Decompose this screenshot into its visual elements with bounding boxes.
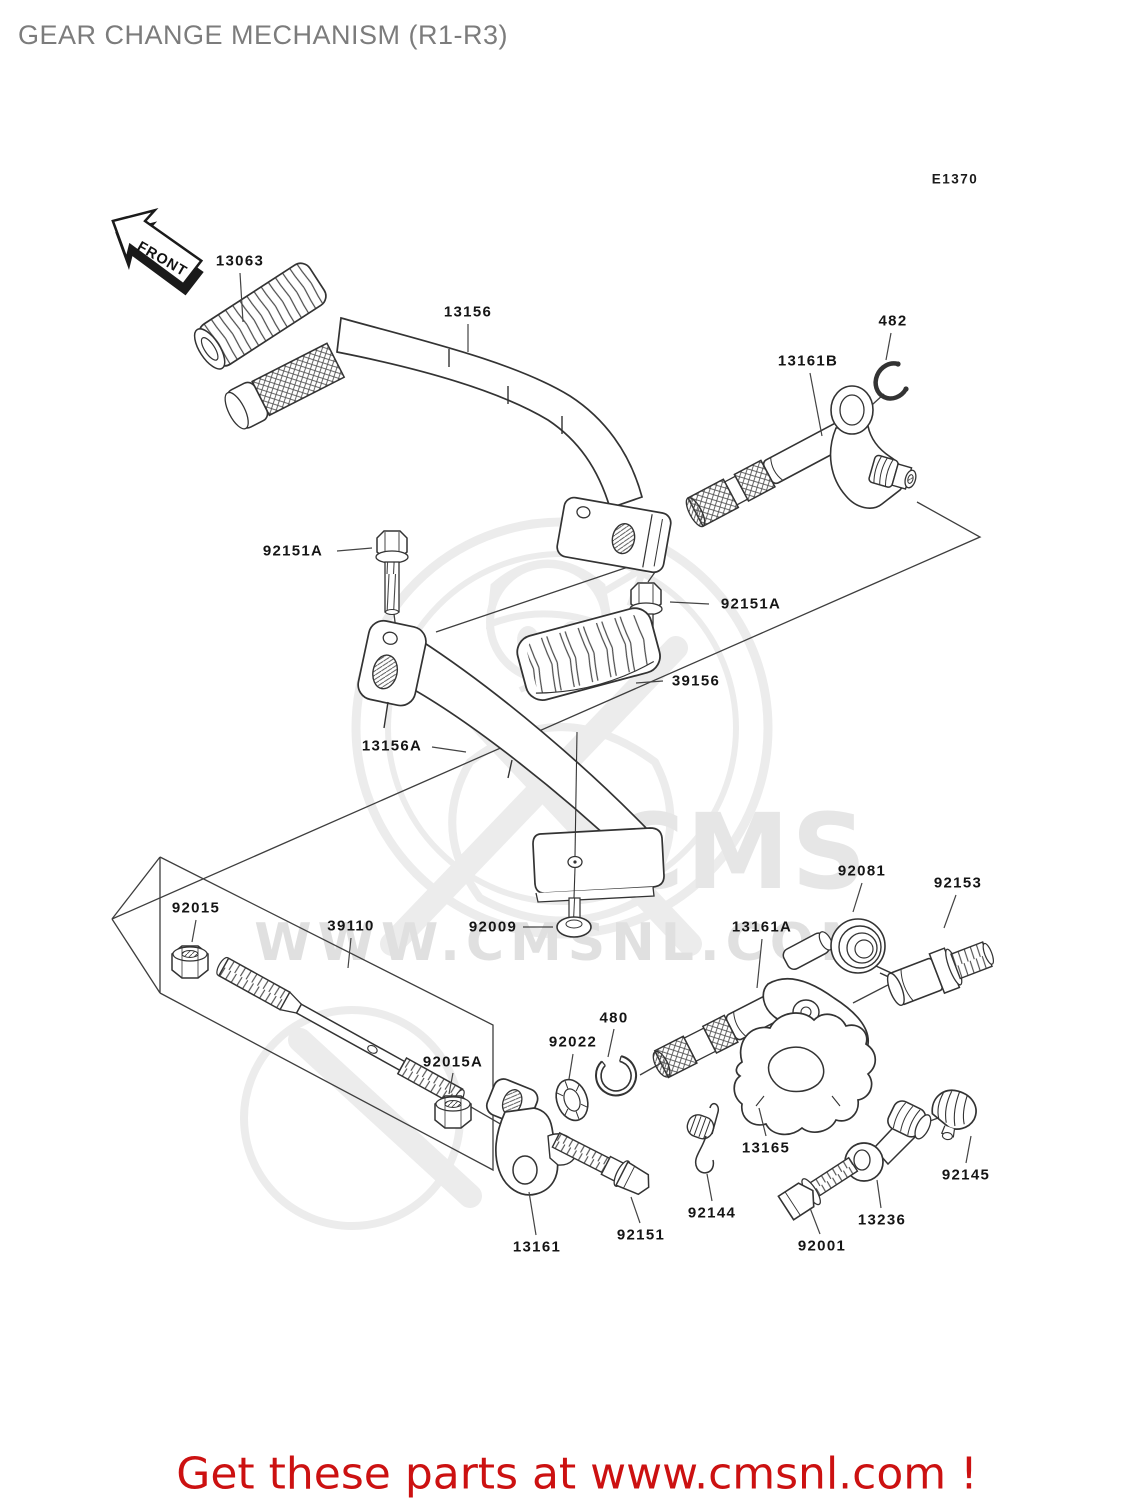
diagram-code: E1370 [931, 171, 979, 187]
part-label-39110: 39110 [327, 917, 375, 935]
part-13156-shift-pedal [224, 316, 672, 574]
front-arrow: FRONT [111, 208, 204, 296]
part-label-92145: 92145 [941, 1166, 991, 1184]
footer-link[interactable]: Get these parts at www.cmsnl.com ! [176, 1448, 978, 1500]
part-482-circlip [873, 361, 909, 401]
part-label-92022: 92022 [548, 1033, 598, 1051]
part-label-13156: 13156 [443, 303, 493, 321]
part-92144-spring [686, 1102, 720, 1174]
part-39156-pedal-pad [516, 607, 661, 701]
page-title: GEAR CHANGE MECHANISM (R1-R3) [18, 20, 509, 50]
part-92151-bolt [551, 1131, 650, 1196]
leader-lines [191, 272, 972, 1236]
part-label-92001: 92001 [797, 1237, 847, 1255]
part-13161-rod-joint [485, 1078, 650, 1196]
part-label-480: 480 [599, 1009, 629, 1027]
part-label-13161: 13161 [512, 1238, 562, 1256]
part-13165-shift-plate [733, 1012, 877, 1136]
part-92001-bolt [777, 1156, 859, 1221]
part-13161B-shift-shaft [685, 385, 917, 528]
part-label-482: 482 [878, 312, 908, 330]
part-label-13156A: 13156A [361, 737, 423, 755]
part-13156A-heel-lever [357, 619, 665, 938]
part-label-13063: 13063 [215, 252, 265, 270]
part-92009-screw [556, 897, 592, 938]
part-480-clamp [595, 1055, 637, 1097]
part-label-39156: 39156 [671, 672, 721, 690]
part-label-13161B: 13161B [777, 352, 839, 370]
part-label-92151A: 92151A [262, 542, 324, 560]
part-label-13161A: 13161A [731, 918, 793, 936]
part-label-92009: 92009 [468, 918, 518, 936]
part-92022-washer [555, 1078, 589, 1122]
part-label-92015A: 92015A [422, 1053, 484, 1071]
part-label-92151A: 92151A [720, 595, 782, 613]
part-label-92081: 92081 [837, 862, 887, 880]
part-label-92153: 92153 [933, 874, 983, 892]
part-label-92144: 92144 [687, 1204, 737, 1222]
part-label-13165: 13165 [741, 1139, 791, 1157]
part-92153-bolt [886, 941, 995, 1006]
part-13063-grip [193, 262, 327, 370]
part-label-13236: 13236 [857, 1211, 907, 1229]
part-label-92151: 92151 [616, 1226, 666, 1244]
part-label-92015: 92015 [171, 899, 221, 917]
part-92145-clip [931, 1089, 977, 1141]
part-39110-tie-rod [216, 956, 465, 1106]
